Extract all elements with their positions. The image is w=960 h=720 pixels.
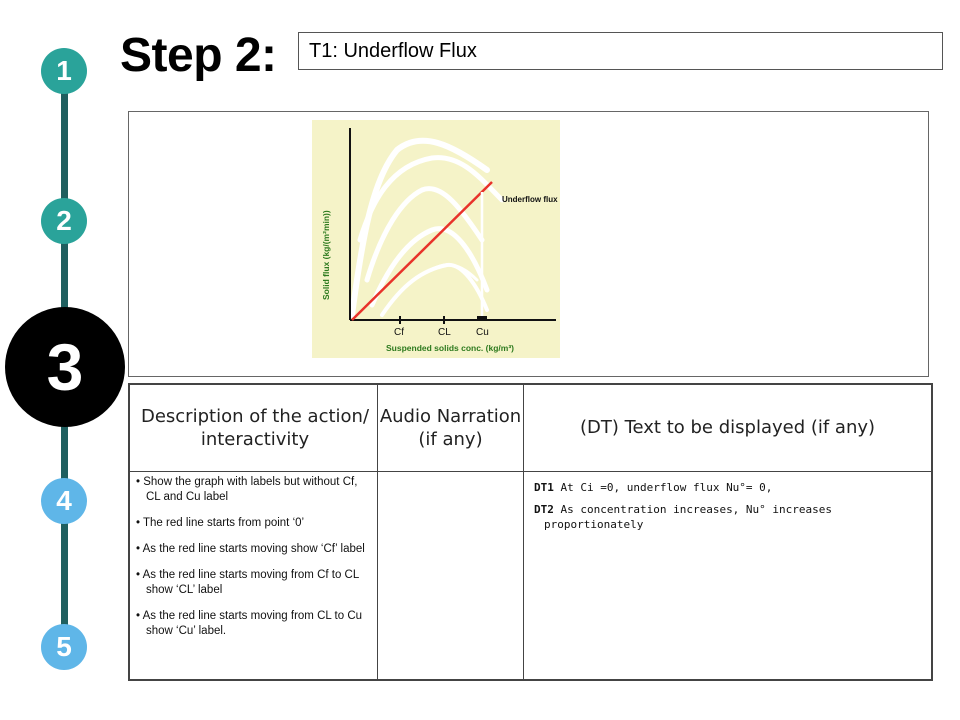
underflow-flux-line [351,181,493,321]
header-row-divider [130,471,931,472]
step-1-circle[interactable]: 1 [41,48,87,94]
tick-label-cl: CL [438,327,451,338]
header-description: Description of the action/ interactivity [140,405,370,450]
column-divider-1 [377,385,378,679]
header-audio-narration: Audio Narration (if any) [379,405,522,450]
underflow-annotation-label: Underflow flux [502,195,558,204]
step-3-circle-current[interactable]: 3 [5,307,125,427]
storyboard-table: Description of the action/ interactivity… [128,383,933,681]
description-item: • As the red line starts moving show ‘Cf… [136,542,365,555]
graph-panel: Underflow flux Cf CL Cu Suspended solids… [128,111,929,377]
tick-cu [477,316,487,321]
dt-item: DT2 As concentration increases, Nu° incr… [534,503,833,531]
description-item: • Show the graph with labels but without… [136,476,358,503]
column-divider-2 [523,385,524,679]
header-display-text: (DT) Text to be displayed (if any) [579,417,876,439]
flux-graph: Underflow flux Cf CL Cu Suspended solids… [312,120,560,358]
description-list: • Show the graph with labels but without… [136,475,372,650]
step-title: Step 2: [120,29,277,82]
description-item: • As the red line starts moving from CL … [136,609,363,637]
description-item: • The red line starts from point ‘0’ [136,516,305,529]
step-4-circle[interactable]: 4 [41,478,87,524]
y-axis-label: Solid flux (kg/(m²min)) [321,210,331,300]
tick-label-cu: Cu [476,327,489,338]
display-text-list: DT1 At Ci =0, underflow flux Nu°= 0, DT2… [534,481,914,540]
step-2-circle[interactable]: 2 [41,198,87,244]
topic-title-box: T1: Underflow Flux [298,32,943,70]
step-5-circle[interactable]: 5 [41,624,87,670]
description-item: • As the red line starts moving from Cf … [136,568,359,596]
x-axis-label: Suspended solids conc. (kg/m³) [386,343,514,353]
flux-curves [349,137,505,318]
dt-item: DT1 At Ci =0, underflow flux Nu°= 0, [534,481,773,494]
tick-label-cf: Cf [394,327,404,338]
